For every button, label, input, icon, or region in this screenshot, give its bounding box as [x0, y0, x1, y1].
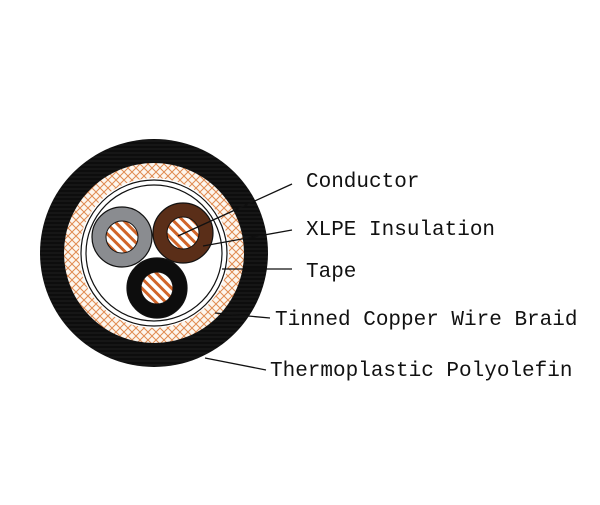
label-tape: Tape — [306, 261, 356, 284]
label-sheath: Thermoplastic Polyolefin — [270, 360, 572, 383]
core-brown — [152, 202, 214, 264]
tape-layer-outer — [80, 179, 228, 327]
leader-braid — [214, 312, 271, 319]
label-insulation: XLPE Insulation — [306, 219, 495, 242]
core-black — [126, 257, 188, 319]
leader-sheath — [204, 357, 267, 371]
leader-insulation — [202, 229, 293, 247]
conductor-brown — [166, 216, 200, 250]
leader-conductor — [177, 183, 293, 237]
tape-layer-inner — [85, 184, 223, 322]
core-gray — [91, 206, 153, 268]
label-braid: Tinned Copper Wire Braid — [275, 309, 577, 332]
label-conductor: Conductor — [306, 171, 419, 194]
conductor-black — [140, 271, 174, 305]
conductor-gray — [105, 220, 139, 254]
